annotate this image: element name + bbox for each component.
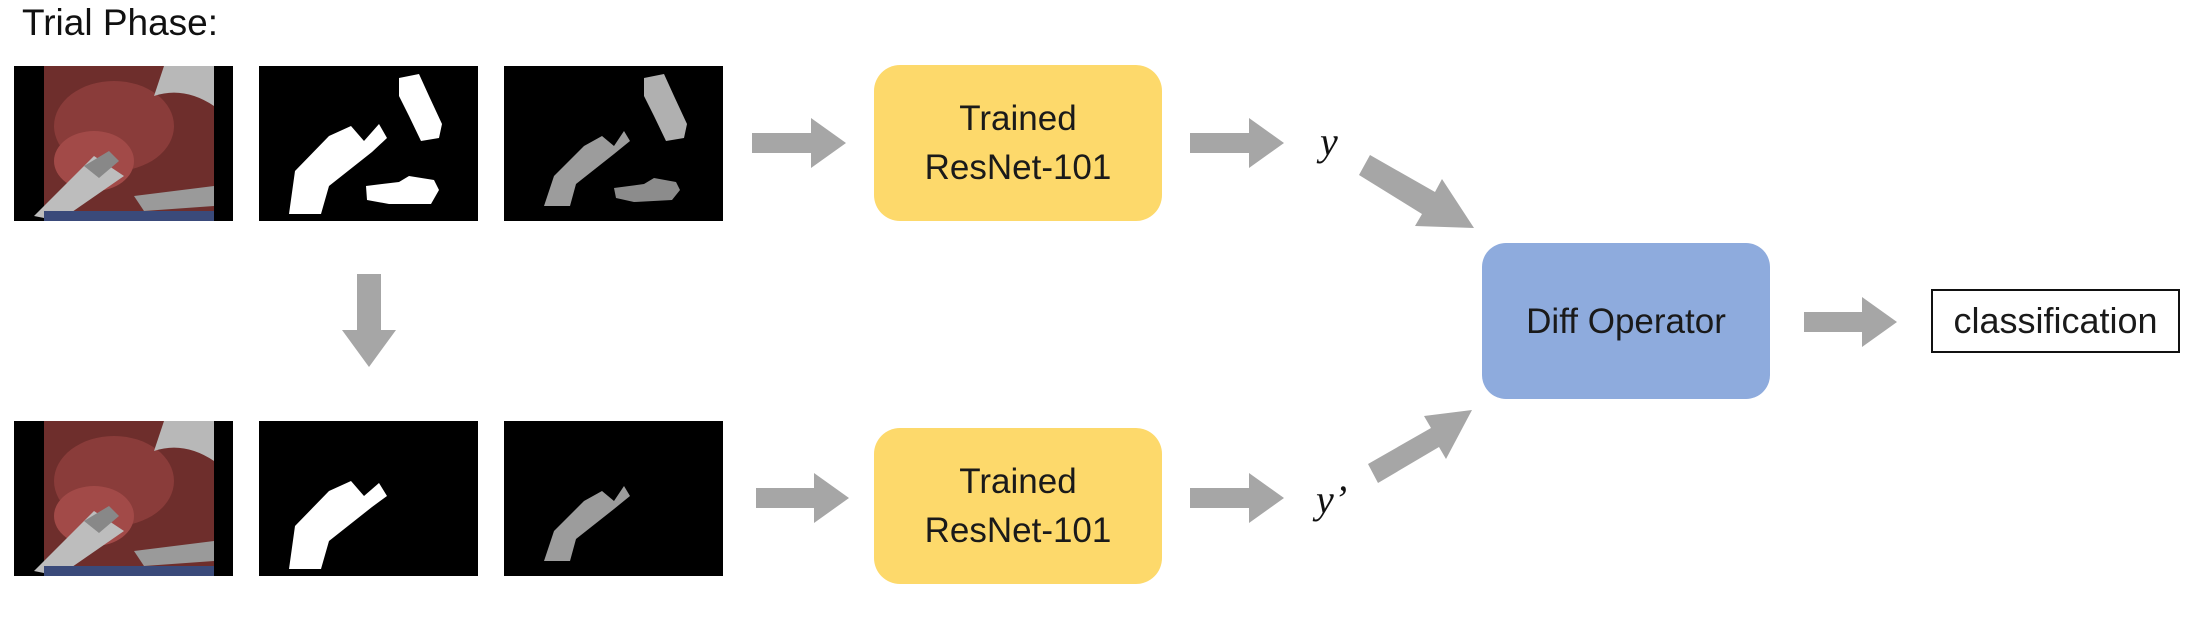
arrow-diagonal-up-icon	[1368, 410, 1472, 483]
output-y-prime-label: y’	[1316, 477, 1348, 522]
resnet-top-box: Trained ResNet-101	[874, 65, 1162, 221]
arrow-right-icon	[756, 473, 849, 523]
perturbed-mask-image	[259, 421, 478, 576]
perturbed-masked-frame-image	[504, 421, 723, 576]
output-y-label: y	[1320, 119, 1338, 164]
arrow-right-icon	[1190, 473, 1284, 523]
arrow-down-icon	[342, 274, 396, 367]
classification-box: classification	[1931, 289, 2180, 353]
surgical-frame-image	[14, 421, 233, 576]
masked-frame-image	[504, 66, 723, 221]
resnet-bottom-label: Trained ResNet-101	[924, 462, 1112, 550]
diff-operator-box: Diff Operator	[1482, 243, 1770, 399]
resnet-top-label: Trained ResNet-101	[924, 99, 1112, 187]
diff-operator-label: Diff Operator	[1526, 301, 1726, 341]
segmentation-mask-image	[259, 66, 478, 221]
arrow-right-icon	[1190, 118, 1284, 168]
phase-label: Trial Phase:	[22, 2, 219, 43]
classification-label: classification	[1953, 299, 2158, 341]
surgical-frame-image	[14, 66, 233, 221]
arrow-right-icon	[1804, 297, 1897, 347]
arrow-right-icon	[752, 118, 846, 168]
arrow-diagonal-down-icon	[1359, 155, 1474, 228]
resnet-bottom-box: Trained ResNet-101	[874, 428, 1162, 584]
